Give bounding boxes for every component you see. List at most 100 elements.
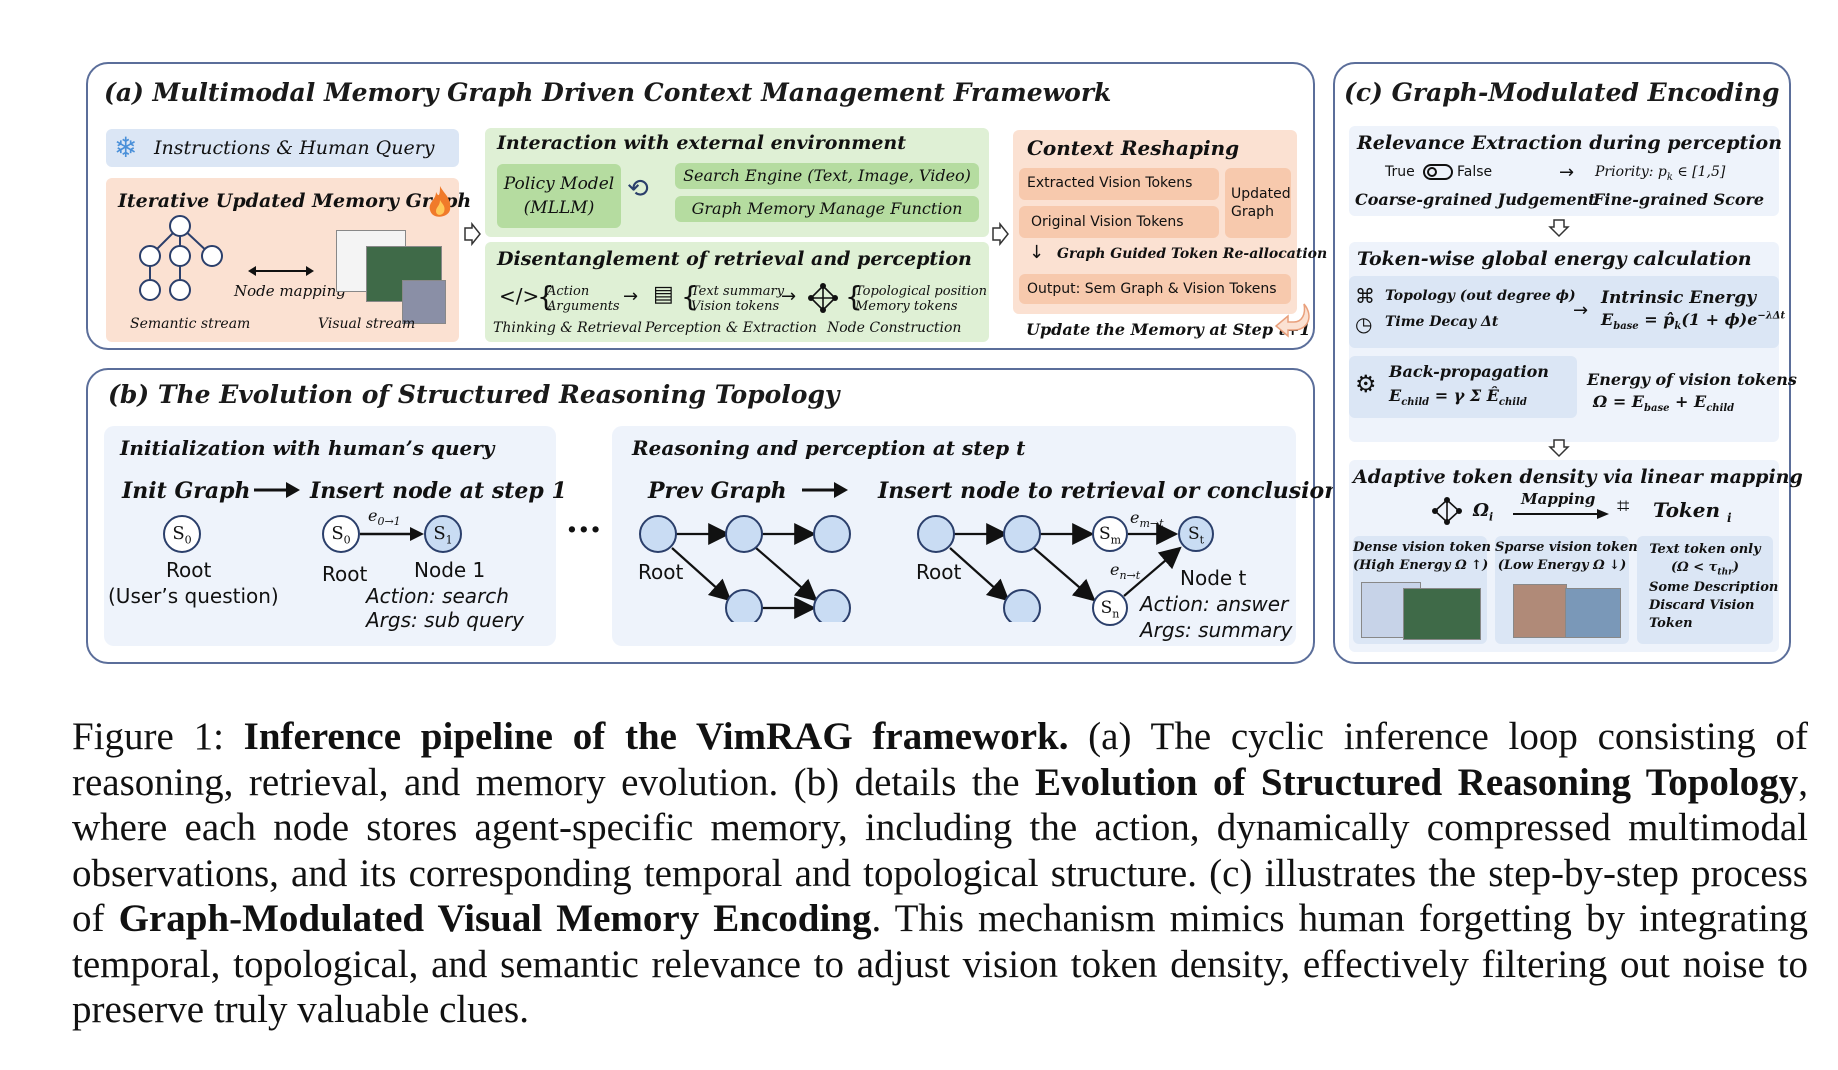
caption-text-1: (a) The cyclic inference loop consisting…: [72, 715, 1808, 804]
vision-tokens-label: Vision tokens: [691, 299, 780, 314]
snowflake-icon: ❄: [114, 131, 138, 164]
omega-i-label: Ωi: [1473, 500, 1494, 524]
caption-bold-3: Graph-Modulated Visual Memory Encoding: [118, 897, 872, 940]
sparse-thumb-1: [1513, 584, 1567, 638]
instructions-box: ❄ Instructions & Human Query: [106, 129, 459, 167]
sparse-card: Sparse vision token (Low Energy Ω ↓): [1495, 536, 1638, 644]
step1-edge: [360, 527, 424, 541]
dense-thumb-2: [1403, 588, 1481, 640]
caption-text-2: , where each node stores agent-specific …: [72, 760, 1808, 941]
args-subquery-label: Args: sub query: [366, 608, 524, 632]
memory-graph-label: Iterative Updated Memory Graph: [118, 190, 472, 212]
time-decay-label: Time Decay Δt: [1385, 314, 1499, 330]
caption-text-3: . This mechanism mimics human forgetting…: [72, 897, 1808, 1031]
init-arrow: [254, 482, 300, 498]
ellipsis: ···: [566, 510, 602, 550]
relevance-title: Relevance Extraction during perception: [1357, 132, 1783, 154]
context-reshaping-box: Context Reshaping Extracted Vision Token…: [1013, 130, 1327, 314]
true-label: True: [1385, 164, 1415, 180]
brace-2: {: [681, 280, 699, 313]
network-icon: [808, 283, 838, 313]
toggle-icon: [1423, 164, 1453, 180]
false-label: False: [1457, 164, 1493, 180]
policy-model-box: Policy Model (MLLM): [497, 164, 621, 228]
e-base-formula: Ebase = p̂k(1 + ϕ)e−λΔt: [1601, 310, 1786, 333]
priority-label: Priority: pk ∈ [1,5]: [1595, 164, 1726, 183]
sparse-sub: (Low Energy Ω ↓): [1497, 558, 1627, 573]
graph-guided-label: Graph Guided Token Re-allocation: [1057, 246, 1328, 262]
graph-icon: ⌘: [1355, 284, 1375, 308]
caption-fig-label: Figure 1:: [72, 715, 244, 758]
token-label: Token i: [1653, 498, 1732, 525]
brace-1: {: [537, 280, 555, 313]
action-label: Action: [547, 284, 590, 299]
energy-vision-label: Energy of vision tokens: [1587, 370, 1797, 389]
node-t-label: Node t: [1180, 566, 1247, 590]
cycle-icon: ⟲: [627, 174, 649, 204]
init-graph-label: Init Graph: [122, 478, 251, 504]
memory-graph-box: Iterative Updated Memory Graph Node mapp…: [106, 178, 471, 342]
updated-graph-label: Updated Graph: [1231, 186, 1291, 220]
edge01-label: e0→1: [368, 506, 401, 529]
insert-retrieval-label: Insert node to retrieval or conclusion: [878, 478, 1341, 504]
panel-a-title: (a) Multimodal Memory Graph Driven Conte…: [104, 78, 1112, 107]
energy-box: [1349, 276, 1779, 348]
interaction-title: Interaction with external environment: [497, 132, 907, 154]
semantic-graph: [139, 215, 223, 301]
text-only-title: Text token only: [1649, 542, 1761, 557]
sparse-thumb-2: [1565, 588, 1621, 638]
mapping-arrow: [1513, 509, 1609, 519]
args-summary-label: Args: summary: [1140, 618, 1293, 642]
return-arrow-icon: [1274, 303, 1310, 338]
mapping-label: Mapping: [1521, 490, 1596, 508]
arrow-1: →: [623, 286, 639, 307]
thinking-retrieval-label: Thinking & Retrieval: [493, 320, 642, 336]
coarse-label: Coarse-grained Judgement: [1355, 190, 1596, 209]
node1-label: Node 1: [414, 558, 486, 582]
fine-label: Fine-grained Score: [1593, 190, 1765, 209]
perception-extraction-label: Perception & Extraction: [645, 320, 817, 336]
text-only-cond: (Ω < τthr): [1670, 560, 1740, 578]
discard-label: Discard Vision: [1649, 598, 1755, 613]
init-title: Initialization with human’s query: [120, 436, 495, 460]
token-word-label: Token: [1649, 616, 1693, 631]
search-engine-box: Search Engine (Text, Image, Video): [675, 163, 979, 189]
extracted-vision-label: Extracted Vision Tokens: [1027, 175, 1193, 191]
down-arrow: ↓: [1029, 242, 1045, 263]
topology-label: Topology (out degree ϕ): [1385, 288, 1576, 304]
edge-mt-label: em→t: [1130, 508, 1164, 531]
topo-position-label: Topological position: [855, 284, 987, 299]
action-answer-label: Action: answer: [1140, 592, 1289, 616]
text-summary-label: Text summary: [691, 284, 785, 299]
brain-icon: ⚙: [1355, 370, 1377, 398]
memory-tokens-label: Memory tokens: [855, 299, 958, 314]
output-box: Output: Sem Graph & Vision Tokens: [1019, 274, 1291, 304]
panel-c-title: (c) Graph-Modulated Encoding: [1344, 78, 1780, 107]
root-label-prev: Root: [638, 560, 684, 584]
eye-icon: ⌗: [1617, 494, 1630, 519]
search-engine-label: Search Engine (Text, Image, Video): [683, 166, 971, 185]
network-icon-c: [1432, 497, 1462, 525]
users-question-label: (User’s question): [108, 584, 279, 608]
relevance-box: Relevance Extraction during perception T…: [1349, 126, 1783, 216]
node-st: St: [1178, 516, 1214, 552]
node-s0-init-sub: 0: [184, 533, 192, 547]
arguments-label: Arguments: [547, 299, 620, 314]
flow-arrow-2: [992, 222, 1009, 246]
bidirectional-arrow: [248, 266, 314, 276]
interaction-box: Interaction with external environment Po…: [485, 128, 989, 237]
instructions-label: Instructions & Human Query: [154, 137, 435, 159]
caption-bold-2: Evolution of Structured Reasoning Topolo…: [1034, 760, 1799, 804]
adaptive-box: Adaptive token density via linear mappin…: [1349, 460, 1803, 652]
semantic-stream-label: Semantic stream: [130, 316, 251, 332]
root-label-new: Root: [916, 560, 962, 584]
edge-nt-label: en→t: [1110, 560, 1141, 583]
root-label-step1: Root: [322, 562, 368, 586]
policy-model-label: Policy Model: [503, 174, 615, 194]
output-label: Output: Sem Graph & Vision Tokens: [1027, 281, 1277, 297]
visual-stream-label: Visual stream: [318, 316, 416, 332]
updated-graph-box: Updated Graph: [1225, 168, 1291, 238]
code-icon: </>: [499, 284, 540, 308]
prev-arrow: [802, 482, 848, 498]
backprop-label: Back-propagation: [1389, 362, 1549, 381]
